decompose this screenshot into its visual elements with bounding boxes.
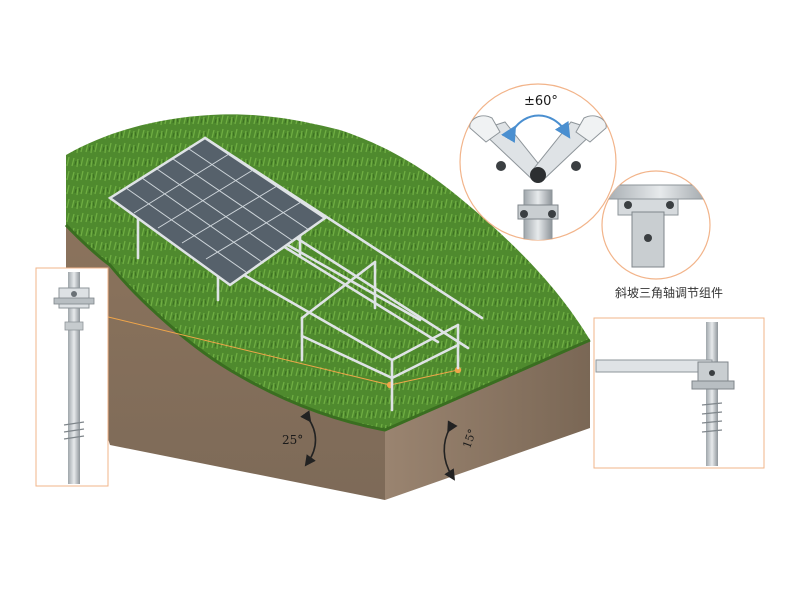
slope-left-label: 25°: [282, 433, 303, 447]
slope-angle-right: 15°: [443, 420, 479, 481]
rotation-arrow: [501, 114, 571, 143]
soil-right-face: [385, 340, 590, 500]
assembly-caption: 斜坡三角轴调节组件: [614, 286, 723, 300]
guide-point: [454, 366, 462, 374]
slope-angle-left: 25°: [282, 410, 317, 467]
slope-right-label: 15°: [460, 427, 479, 450]
rotation-range-label: ±60°: [524, 94, 558, 109]
post-connector-icon: [593, 317, 765, 469]
solar-panel-array: [107, 136, 328, 287]
bracket-clamp-icon: [601, 170, 711, 280]
tilt-joint-icon: ±60°: [459, 83, 617, 241]
pile-post-icon: [35, 267, 109, 487]
